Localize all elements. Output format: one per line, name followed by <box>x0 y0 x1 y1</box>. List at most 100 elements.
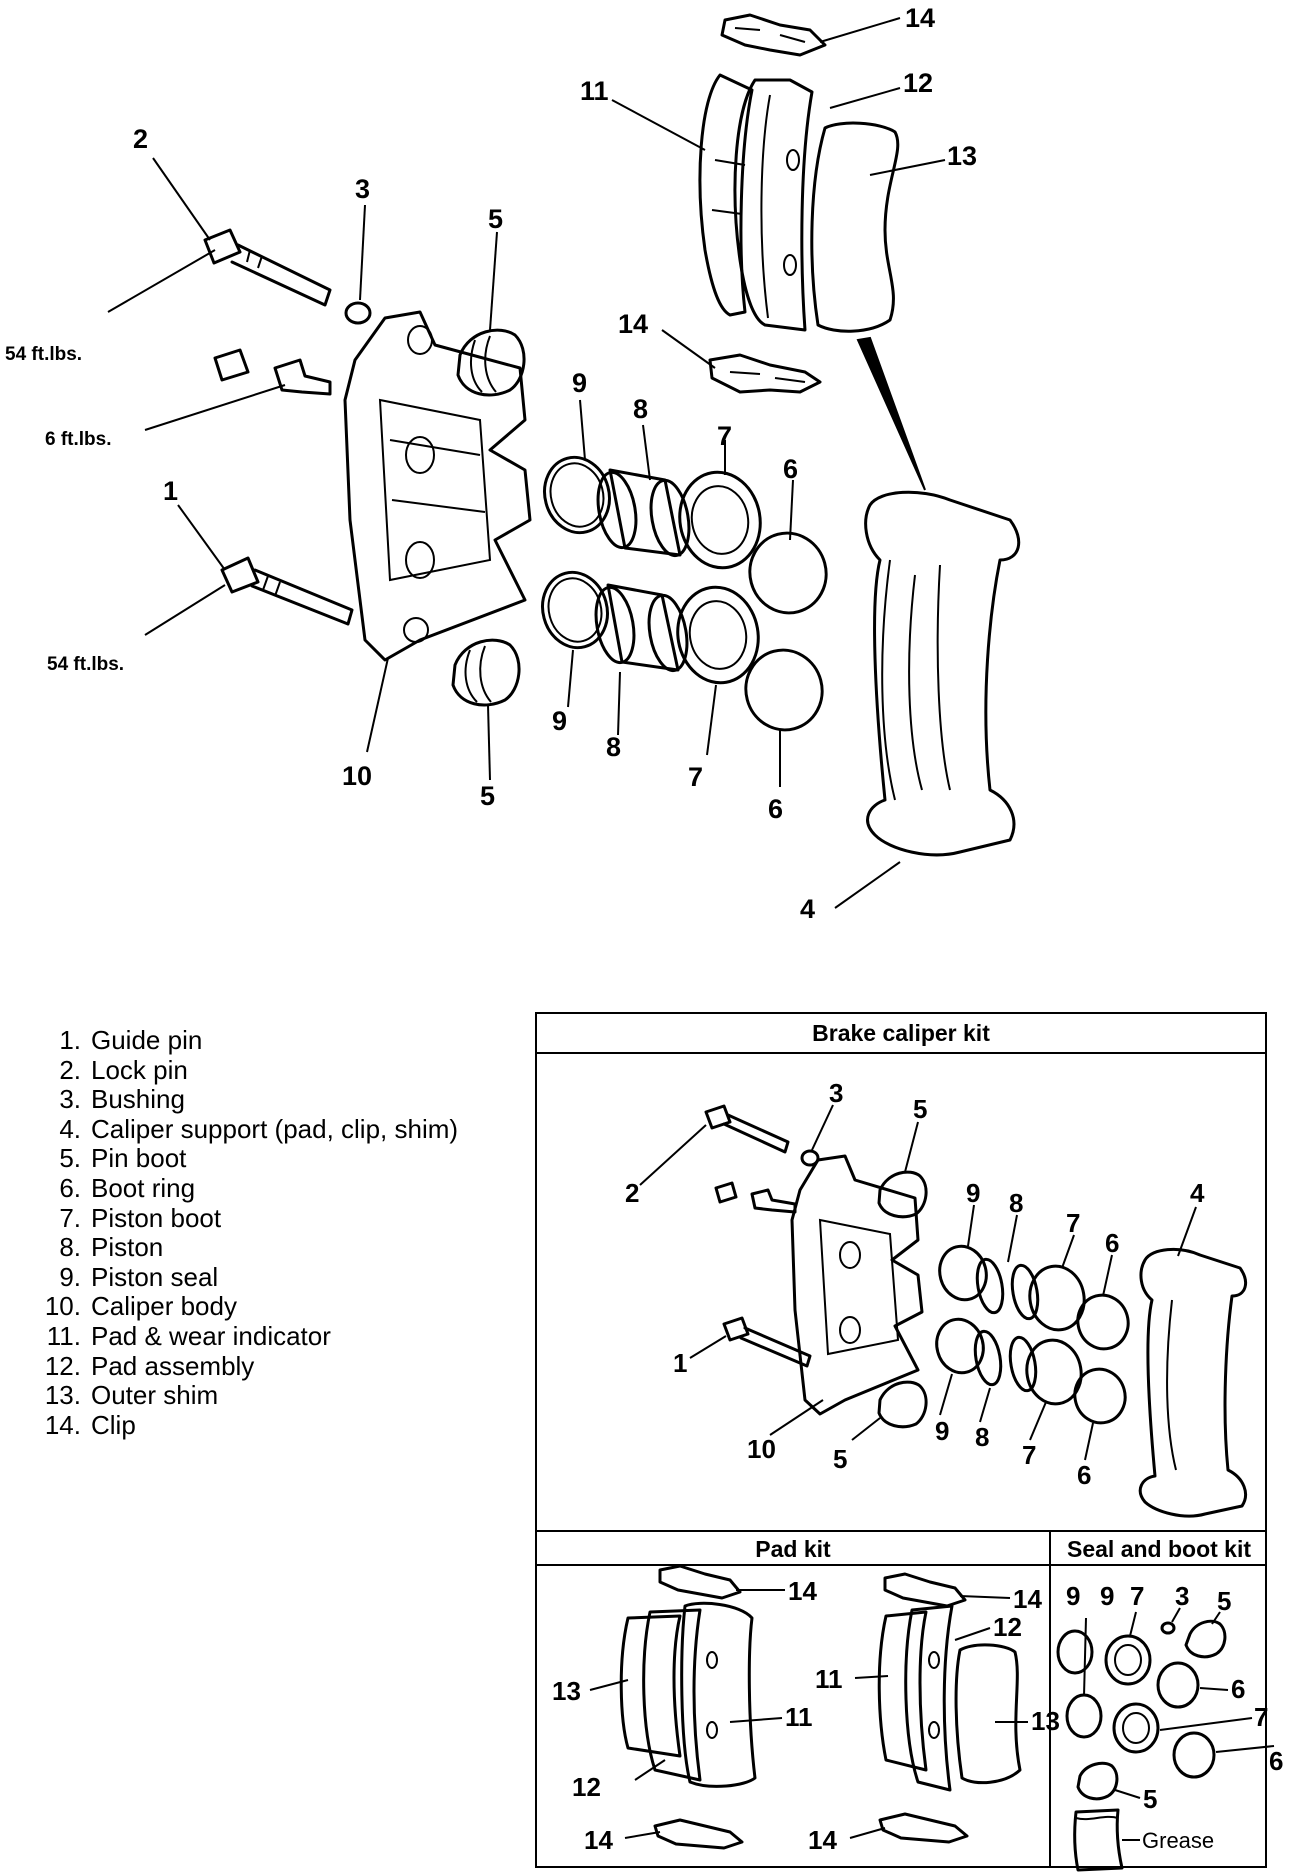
callout-piston-seal-upper: 9 <box>572 368 587 398</box>
padkit-left-clip-bottom-drawing <box>653 1818 744 1850</box>
padkit-callout-pad-assembly-right: 12 <box>993 1612 1022 1642</box>
guide-pin-drawing <box>220 556 354 626</box>
piston-boot-upper-drawing <box>678 470 762 570</box>
kit-caliper-leaders <box>639 1104 1197 1461</box>
grease-label: Grease <box>1142 1828 1214 1853</box>
kit-callout-pin-boot-lower: 5 <box>833 1444 847 1474</box>
kit-callout-guide-pin: 1 <box>673 1348 687 1378</box>
pad-assembly-drawing <box>733 78 814 332</box>
boot-ring-upper-drawing <box>748 531 828 615</box>
pad-wear-indicator-drawing <box>698 73 754 317</box>
callout-pin-boot-upper: 5 <box>488 204 503 234</box>
callout-piston-upper: 8 <box>633 394 648 424</box>
padkit-callout-clip-right-top: 14 <box>1013 1584 1042 1614</box>
sealkit-callout-boot-ring-upper: 6 <box>1231 1674 1245 1704</box>
legend-item: 3.Bushing <box>59 1084 185 1115</box>
kit-pin-boot-lower-drawing <box>877 1380 928 1429</box>
sealkit-callout-piston-boot-upper: 7 <box>1130 1581 1144 1611</box>
main-exploded-diagram: 2 3 5 11 12 13 14 14 9 8 7 6 1 9 8 7 6 1… <box>5 3 1021 924</box>
padkit-right-clip-top-drawing <box>883 1572 967 1608</box>
parts-legend: 1.Guide pin 2.Lock pin 3.Bushing 4.Calip… <box>40 1025 459 1440</box>
kit-piston-lower-drawing <box>973 1329 1038 1393</box>
sealkit-piston-boot-upper-drawing <box>1104 1634 1152 1686</box>
sealkit-seal-lower-drawing <box>1065 1693 1103 1739</box>
callout-boot-ring-lower: 6 <box>768 794 783 824</box>
kit-bleeder-drawing <box>714 1181 797 1214</box>
legend-item: 12.Pad assembly <box>44 1350 255 1381</box>
callout-clip-lower: 14 <box>618 309 648 339</box>
callout-pad-assembly: 12 <box>903 68 933 98</box>
pad-pointer-wedge <box>856 336 926 491</box>
padkit-callout-shim-left: 13 <box>552 1676 581 1706</box>
callout-guide-pin: 1 <box>163 476 178 506</box>
legend-item: 10.Caliper body <box>44 1291 237 1322</box>
sealkit-piston-boot-lower-drawing <box>1112 1702 1160 1754</box>
kit-callout-caliper-support: 4 <box>1190 1178 1205 1208</box>
legend-item: 13.Outer shim <box>44 1380 219 1411</box>
pin-boot-upper-drawing <box>456 328 526 397</box>
kit-piston-boot-upper-drawing <box>1028 1264 1086 1332</box>
sealkit-leaders <box>1083 1607 1275 1841</box>
clip-lower-drawing <box>708 353 822 394</box>
kits-divider <box>1049 1530 1051 1868</box>
lock-pin-drawing <box>203 228 332 307</box>
padkit-left-drawing <box>619 1601 757 1788</box>
torque-bleeder: 6 ft.lbs. <box>45 429 112 450</box>
torque-guide-pin: 54 ft.lbs. <box>47 654 124 675</box>
padkit-callout-pad-assembly-left: 12 <box>572 1772 601 1802</box>
legend-item: 1.Guide pin <box>59 1025 203 1055</box>
sealkit-pin-boot-lower-drawing <box>1076 1761 1119 1801</box>
legend-item: 9.Piston seal <box>59 1261 219 1292</box>
kits-table: Brake caliper kit Pad kit Seal and boot … <box>535 1012 1267 1868</box>
sealkit-pin-boot-upper-drawing <box>1184 1619 1227 1659</box>
piston-lower-drawing <box>594 583 689 673</box>
padkit-right-clip-bottom-drawing <box>878 1812 969 1844</box>
legend-item: 2.Lock pin <box>59 1054 188 1085</box>
padkit-callout-clip-left-bottom: 14 <box>584 1825 613 1855</box>
piston-boot-lower-drawing <box>676 585 760 685</box>
pad-kit-title: Pad kit <box>755 1536 831 1562</box>
piston-seal-lower-drawing <box>541 570 609 650</box>
kit-callout-pin-boot-upper: 5 <box>913 1094 927 1124</box>
callout-piston-boot-lower: 7 <box>688 762 703 792</box>
kit-guide-pin-drawing <box>722 1316 812 1368</box>
sealkit-callout-boot-ring-lower: 6 <box>1269 1746 1283 1776</box>
sealkit-boot-ring-upper-drawing <box>1156 1661 1200 1709</box>
legend-item: 4.Caliper support (pad, clip, shim) <box>59 1113 459 1144</box>
kit-callout-piston-upper: 8 <box>1009 1188 1023 1218</box>
callout-caliper-support: 4 <box>800 894 815 924</box>
padkit-callout-clip-right-bottom: 14 <box>808 1825 837 1855</box>
sealkit-callout-seal-upper: 9 <box>1066 1581 1080 1611</box>
bushing-drawing <box>344 301 372 325</box>
sealkit-callout-pin-boot-upper: 5 <box>1217 1586 1231 1616</box>
sealkit-callout-pin-boot-lower: 5 <box>1143 1784 1157 1814</box>
kit-seal-lower-drawing <box>935 1317 985 1375</box>
kit-caliper-support-drawing <box>1138 1247 1248 1518</box>
kit-seal-upper-drawing <box>938 1244 988 1302</box>
padkit-leaders <box>589 1589 1028 1839</box>
padkit-callout-pad-wear-right: 11 <box>815 1664 843 1694</box>
seal-boot-kit-title: Seal and boot kit <box>1066 1536 1252 1562</box>
sealkit-callout-bushing: 3 <box>1175 1581 1189 1611</box>
pin-boot-lower-drawing <box>451 638 521 707</box>
grease-packet-drawing <box>1073 1808 1124 1872</box>
legend-item: 14.Clip <box>44 1409 136 1440</box>
kit-piston-boot-lower-drawing <box>1025 1338 1083 1406</box>
legend-item: 6.Boot ring <box>59 1172 196 1203</box>
piston-seal-upper-drawing <box>543 455 611 535</box>
kits-divider <box>537 1052 1265 1054</box>
callout-piston-boot-upper: 7 <box>717 421 732 451</box>
piston-upper-drawing <box>596 468 691 558</box>
callout-lock-pin: 2 <box>133 124 148 154</box>
kit-caliper-body-drawing <box>790 1154 924 1416</box>
bleeder-screw-drawing <box>213 348 332 396</box>
caliper-support-drawing <box>864 490 1021 857</box>
callout-caliper-body: 10 <box>342 761 372 791</box>
boot-ring-lower-drawing <box>744 648 824 732</box>
kit-callout-piston-boot-upper: 7 <box>1066 1208 1080 1238</box>
callout-piston-seal-lower: 9 <box>552 706 567 736</box>
callout-boot-ring-upper: 6 <box>783 454 798 484</box>
kit-pin-boot-upper-drawing <box>877 1170 928 1219</box>
kit-boot-ring-lower-drawing <box>1073 1367 1127 1425</box>
